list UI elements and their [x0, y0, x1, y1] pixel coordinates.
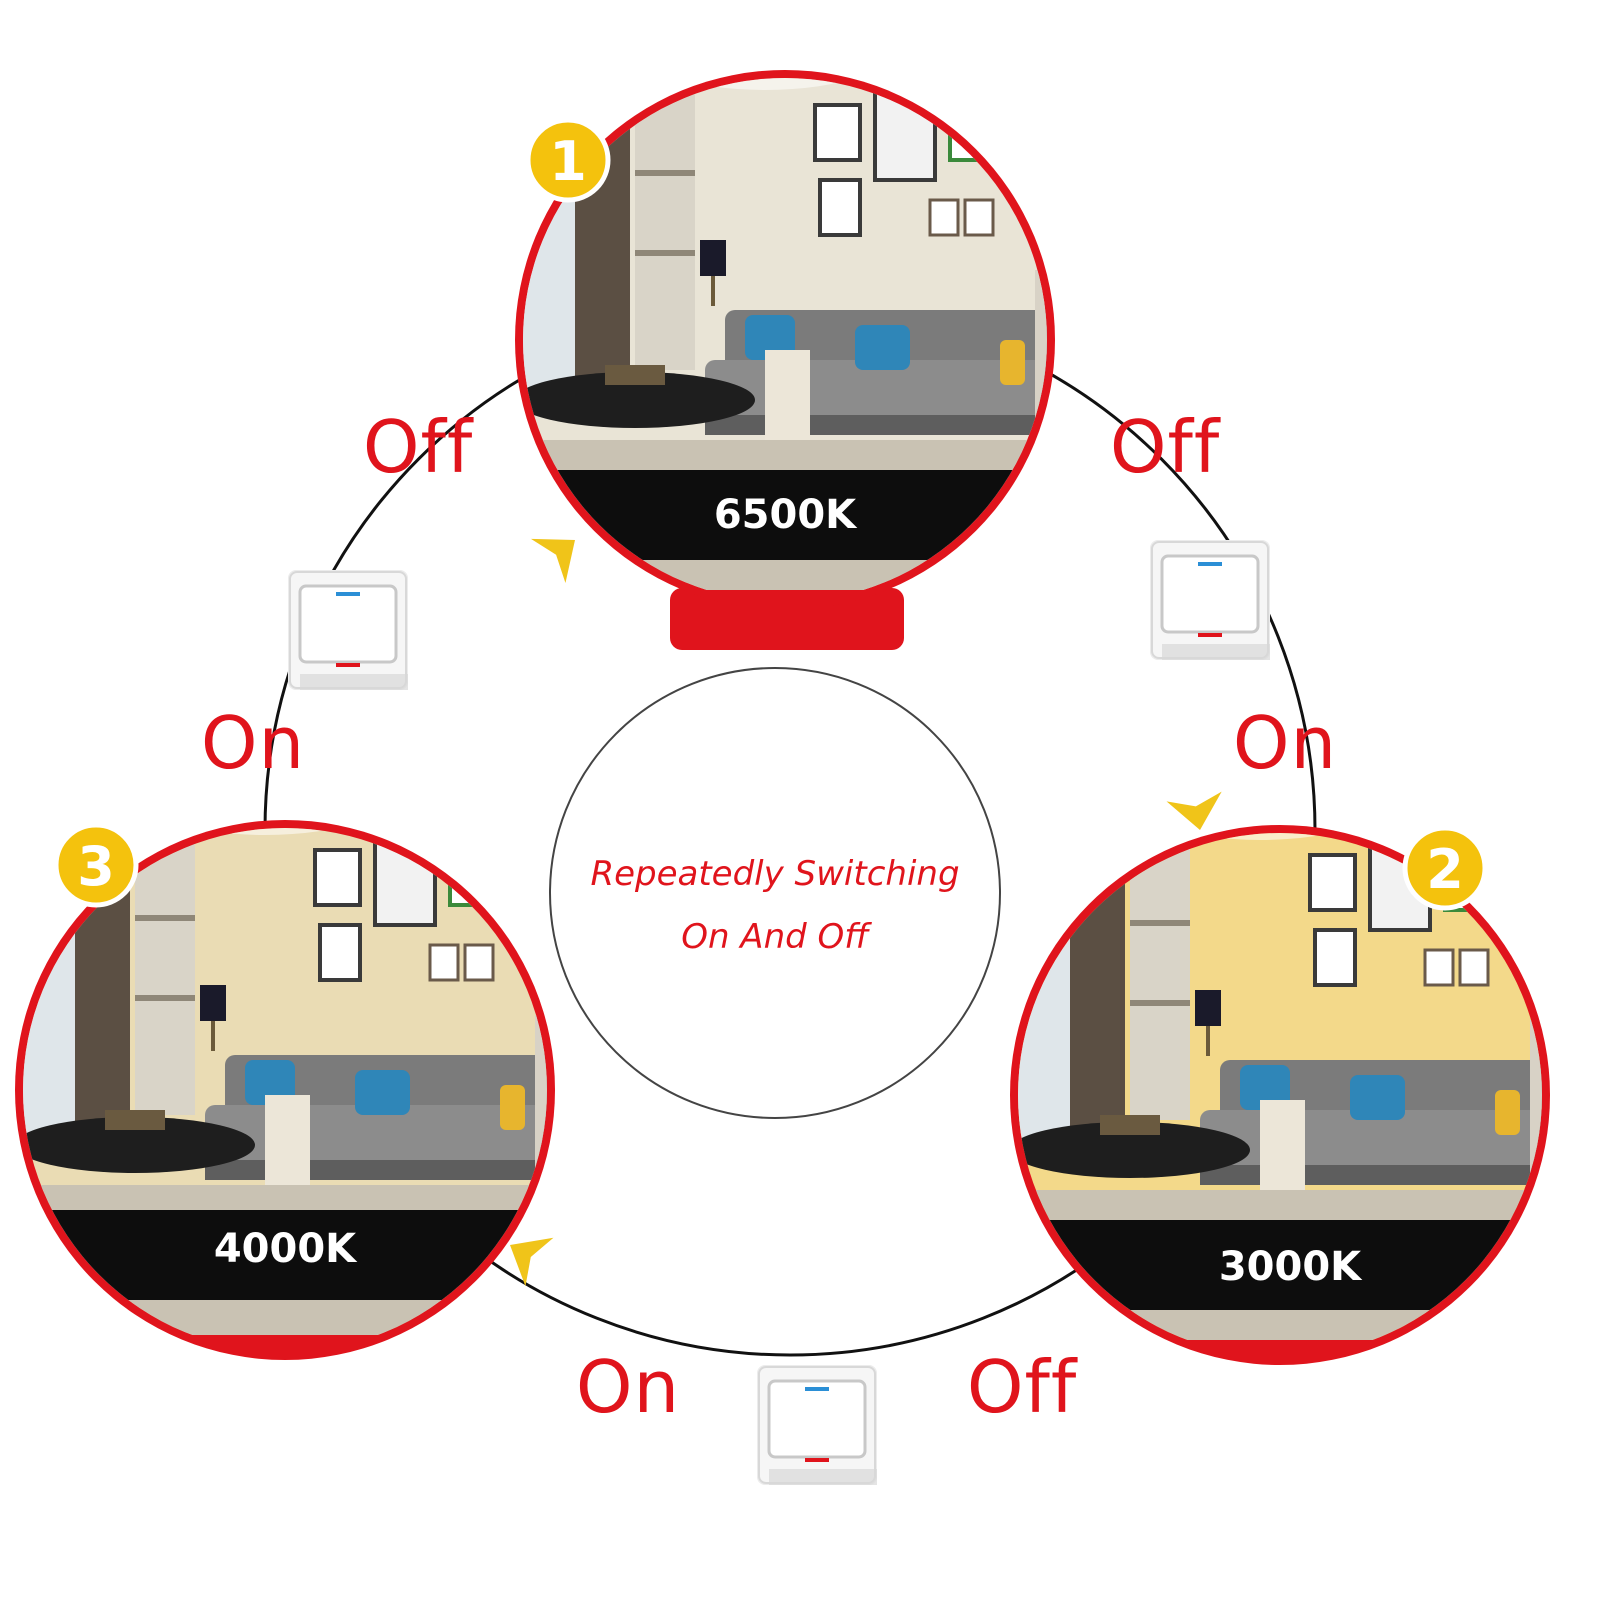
label-off-top-right: Off [1110, 405, 1221, 489]
center-circle [549, 667, 1001, 1119]
stage-3-number: 3 [77, 835, 115, 898]
label-on-bottom: On [576, 1345, 680, 1429]
wall-switch-icon [286, 568, 410, 692]
wall-switch-icon [755, 1363, 879, 1487]
stage-2: 3000K 2 [1010, 825, 1550, 1365]
stage-1-temperature: 6500K [714, 492, 858, 538]
stage-3-label-bar [23, 1210, 547, 1300]
label-on-left: On [201, 701, 305, 785]
stage-2-temperature: 3000K [1219, 1244, 1363, 1290]
stage-3: 4000K 3 [15, 820, 555, 1360]
stage-1-number: 1 [549, 130, 587, 193]
stage-3-temperature: 4000K [214, 1226, 358, 1272]
center-text-line1: Repeatedly Switching [590, 854, 959, 894]
arrow-head-icon [530, 517, 593, 583]
stage-1: 6500K 1 [515, 70, 1055, 650]
wall-switch-icon [1148, 538, 1272, 662]
label-off-bottom: Off [967, 1345, 1078, 1429]
label-on-right: On [1233, 701, 1337, 785]
center-text-line2: On And Off [681, 917, 872, 957]
stage-2-number: 2 [1426, 838, 1464, 901]
label-off-top-left: Off [363, 405, 474, 489]
stage-1-badge [525, 117, 611, 203]
arrow-head-icon [1166, 791, 1228, 835]
stage-2-badge [1402, 825, 1488, 911]
stage-3-badge [53, 822, 139, 908]
